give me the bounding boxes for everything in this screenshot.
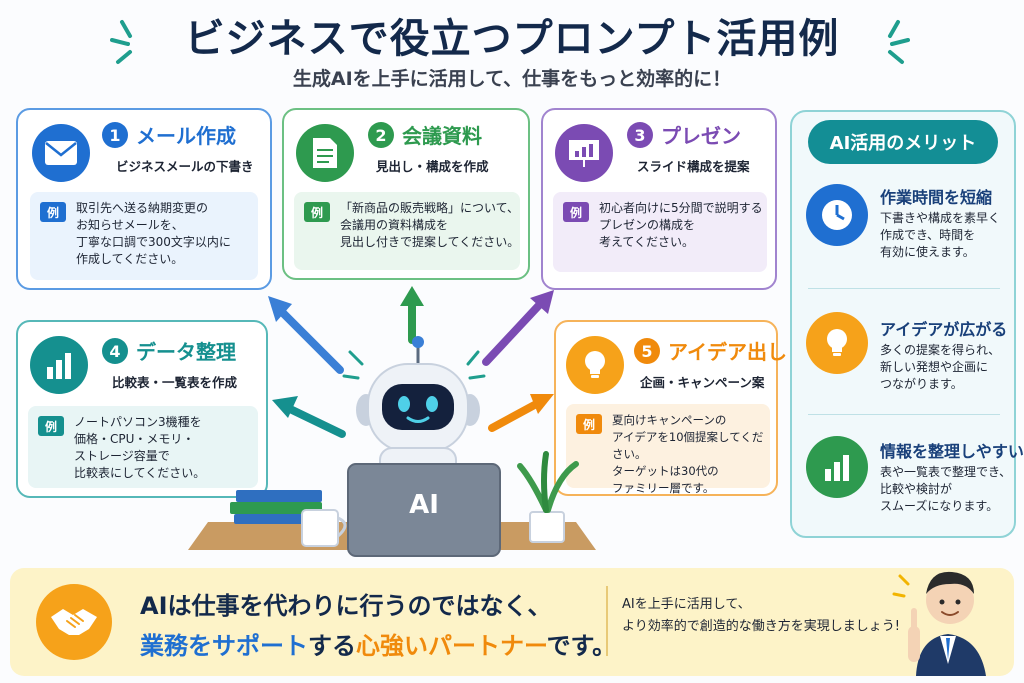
banner-text: する	[308, 632, 356, 660]
example-tag: 例	[576, 414, 602, 434]
card-subtitle: 企画・キャンペーン案	[640, 375, 765, 390]
presentation-icon	[555, 124, 613, 182]
card-title: プレゼン	[661, 124, 741, 148]
card-number: 3	[627, 122, 653, 148]
merit-title: アイデアが広がる	[880, 320, 1008, 339]
laptop-label: AI	[409, 490, 439, 520]
arrow-to-idea	[488, 394, 554, 432]
merit-panel: AI活用のメリット 作業時間を短縮 下書きや構成を素早く 作成でき、時間を 有効…	[790, 110, 1024, 538]
card-number: 2	[368, 122, 394, 148]
banner-line-2: 業務をサポートする心強いパートナーです。	[140, 626, 616, 661]
bottom-banner: AIは仕事を代わりに行うのではなく、 業務をサポートする心強いパートナーです。 …	[10, 568, 1014, 676]
card-subtitle: ビジネスメールの下書き	[116, 159, 254, 174]
card-title: データ整理	[136, 340, 236, 364]
divider	[606, 586, 608, 656]
example-box: 例 「新商品の販売戦略」について、 会議用の資料構成を 見出し付きで提案してくだ…	[294, 192, 520, 270]
merit-title: 作業時間を短縮	[880, 188, 993, 207]
banner-highlight-partner: 心強いパートナー	[356, 632, 547, 660]
lightbulb-icon	[806, 312, 868, 374]
card-presentation: 3 プレゼン スライド構成を提案 例 初心者向けに5分間で説明する プレゼンの構…	[541, 108, 777, 290]
example-box: 例 初心者向けに5分間で説明する プレゼンの構成を 考えてください。	[553, 192, 767, 272]
card-subtitle: スライド構成を提案	[637, 159, 750, 174]
card-email: 1 メール作成 ビジネスメールの下書き 例 取引先へ送る納期変更の お知らせメー…	[16, 108, 272, 290]
arrow-to-meeting	[400, 286, 424, 344]
example-tag: 例	[563, 202, 589, 222]
card-title: 会議資料	[402, 124, 482, 148]
handshake-icon	[36, 584, 112, 660]
card-number: 5	[634, 338, 660, 364]
clock-icon	[806, 184, 868, 246]
arrow-to-email	[268, 296, 344, 374]
card-number: 4	[102, 338, 128, 364]
bar-chart-icon	[30, 336, 88, 394]
document-icon	[296, 124, 354, 182]
banner-side-text: AIを上手に活用して、 より効率的で創造的な働き方を実現しましょう!	[622, 597, 900, 634]
card-title: メール作成	[136, 124, 236, 148]
card-subtitle: 比較表・一覧表を作成	[112, 375, 238, 390]
example-text: 「新商品の販売戦略」について、 会議用の資料構成を 見出し付きで提案してください…	[340, 201, 520, 249]
robot-illustration	[188, 286, 596, 557]
envelope-icon	[32, 124, 90, 182]
page-title: ビジネスで役立つプロンプト活用例	[184, 16, 840, 62]
arrow-to-presentation	[482, 290, 554, 366]
businessman-illustration	[892, 571, 986, 676]
example-tag: 例	[304, 202, 330, 222]
banner-text: 業務を	[140, 632, 212, 660]
example-text: ノートパソコン3機種を 価格・CPU・メモリ・ ストレージ容量で 比較表にしてく…	[74, 415, 206, 480]
lightbulb-icon	[566, 336, 624, 394]
card-subtitle: 見出し・構成を作成	[376, 159, 489, 174]
example-text: 夏向けキャンペーンの アイデアを10個提案してください。 ターゲットは30代の …	[612, 413, 764, 495]
example-box: 例 夏向けキャンペーンの アイデアを10個提案してください。 ターゲットは30代…	[566, 404, 770, 495]
example-tag: 例	[38, 416, 64, 436]
sparkle-right-icon	[888, 20, 910, 64]
card-idea: 5 アイデア出し 企画・キャンペーン案 例 夏向けキャンペーンの アイデアを10…	[554, 320, 787, 496]
card-title: アイデア出し	[668, 340, 787, 364]
example-tag: 例	[40, 202, 66, 222]
merit-title: 情報を整理しやすい	[880, 442, 1024, 461]
banner-text: です。	[546, 632, 617, 660]
card-number: 1	[102, 122, 128, 148]
divider	[808, 414, 1000, 415]
merit-desc: 多くの提案を得られ、 新しい発想や企画に つながります。	[880, 343, 1001, 391]
merit-desc: 下書きや構成を素早く 作成でき、時間を 有効に使えます。	[880, 211, 1001, 259]
card-meeting: 2 会議資料 見出し・構成を作成 例 「新商品の販売戦略」について、 会議用の資…	[282, 108, 530, 280]
banner-highlight-support: サポート	[212, 632, 308, 660]
merit-desc: 表や一覧表で整理でき、 比較や検討が スムーズになります。	[880, 465, 1012, 513]
example-box: 例 ノートパソコン3機種を 価格・CPU・メモリ・ ストレージ容量で 比較表にし…	[28, 406, 258, 488]
example-text: 初心者向けに5分間で説明する プレゼンの構成を 考えてください。	[599, 201, 763, 249]
bar-chart-icon	[806, 436, 868, 498]
banner-line-1: AIは仕事を代わりに行うのではなく、	[140, 586, 552, 621]
merit-heading: AI活用のメリット	[808, 120, 998, 164]
example-text: 取引先へ送る納期変更の お知らせメールを、 丁寧な口調で300文字以内に 作成し…	[76, 201, 231, 266]
banner-text: AIは仕事を代わりに行うのではなく、	[140, 592, 552, 620]
sparkle-left-icon	[110, 20, 132, 64]
card-data: 4 データ整理 比較表・一覧表を作成 例 ノートパソコン3機種を 価格・CPU・…	[16, 320, 268, 498]
page-subtitle: 生成AIを上手に活用して、仕事をもっと効率的に！	[292, 68, 732, 90]
arrow-to-data	[272, 396, 346, 438]
example-box: 例 取引先へ送る納期変更の お知らせメールを、 丁寧な口調で300文字以内に 作…	[30, 192, 258, 280]
divider	[808, 288, 1000, 289]
